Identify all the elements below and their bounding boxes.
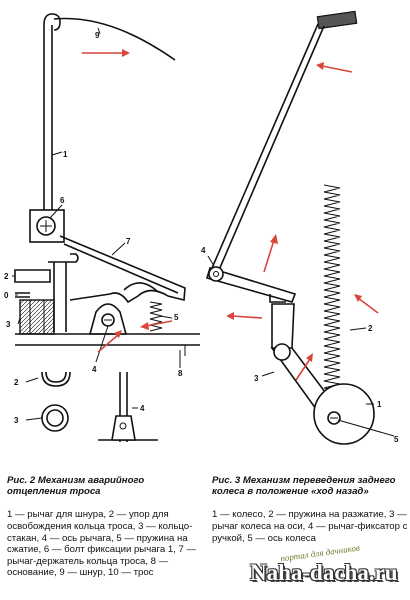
fig2-label-7: 7 — [126, 237, 131, 246]
fig3-label-2: 2 — [368, 324, 373, 333]
rod-top-hook — [43, 13, 61, 31]
ring-pin — [15, 292, 30, 298]
fig2-mechanism: 1 6 7 2 0 3 4 5 8 9 2 3 4 — [4, 13, 200, 442]
fig3-caption-title: Рис. 3 Механизм переведения заднего коле… — [212, 474, 396, 498]
handle-rod — [211, 23, 325, 271]
latch-hook — [269, 294, 286, 303]
extension-spring — [323, 184, 341, 399]
holder-lever-inner — [63, 243, 179, 294]
axis-side-bracket — [111, 415, 136, 441]
bolt-cross — [40, 220, 52, 232]
fig2-caption-body: 1 — рычаг для шнура, 2 — упор для освобо… — [7, 509, 197, 579]
fig2-label-1: 1 — [63, 150, 68, 159]
latch-pivot — [208, 266, 224, 282]
stop-top — [48, 253, 79, 263]
cord — [53, 17, 176, 61]
fig2-label-8: 8 — [178, 369, 183, 378]
fig2-label-0: 0 — [4, 291, 9, 300]
fig2-label-3b: 3 — [14, 416, 19, 425]
fig2-caption: Рис. 2 Механизм аварийного отцепления тр… — [7, 463, 203, 591]
fig3-caption-body: 1 — колесо, 2 — пружина на разжатие, 3 —… — [212, 509, 408, 544]
fig2-caption-title: Рис. 2 Механизм аварийного отцепления тр… — [7, 474, 145, 498]
lever-catch — [123, 282, 159, 293]
handle-grip — [316, 10, 358, 30]
axis-side-pin — [119, 422, 127, 430]
fig2-label-3: 3 — [6, 320, 11, 329]
latch-pivot-inner — [213, 271, 219, 277]
wheel-lever-pivot — [273, 343, 291, 361]
fig2-leaders — [12, 27, 181, 421]
ring-cup-lines — [29, 300, 45, 334]
wheel — [313, 383, 375, 445]
ring-part-inner — [46, 409, 64, 427]
stop-post — [53, 262, 67, 332]
u-stop-part — [41, 371, 71, 387]
fig3-arrows — [226, 62, 379, 381]
fig3-label-3: 3 — [254, 374, 259, 383]
fig2-label-2b: 2 — [14, 378, 19, 387]
fig3-mechanism: 4 2 3 1 5 — [201, 10, 399, 445]
latch-lever — [206, 266, 297, 303]
fig3-label-4: 4 — [201, 246, 206, 255]
fig2-label-9: 9 — [95, 31, 100, 40]
ring-cup — [19, 299, 55, 335]
stop-plate — [14, 269, 51, 283]
fig2-label-4: 4 — [92, 365, 97, 374]
fig3-caption: Рис. 3 Механизм переведения заднего коле… — [212, 463, 408, 556]
fig3-label-1: 1 — [377, 400, 382, 409]
fig2-label-2: 2 — [4, 272, 9, 281]
fig2-arrows — [82, 49, 173, 353]
ring-part-outer — [41, 404, 69, 432]
watermark-logo: Naha-dacha.ru — [250, 560, 398, 585]
fig2-label-6: 6 — [60, 196, 65, 205]
fig2-label-5: 5 — [174, 313, 179, 322]
fig2-label-4b: 4 — [140, 404, 145, 413]
fig3-leaders — [207, 255, 395, 437]
base-plate — [15, 333, 200, 346]
fig3-label-5: 5 — [394, 435, 399, 444]
holder-lever — [59, 235, 186, 304]
lever-rod — [43, 25, 53, 214]
